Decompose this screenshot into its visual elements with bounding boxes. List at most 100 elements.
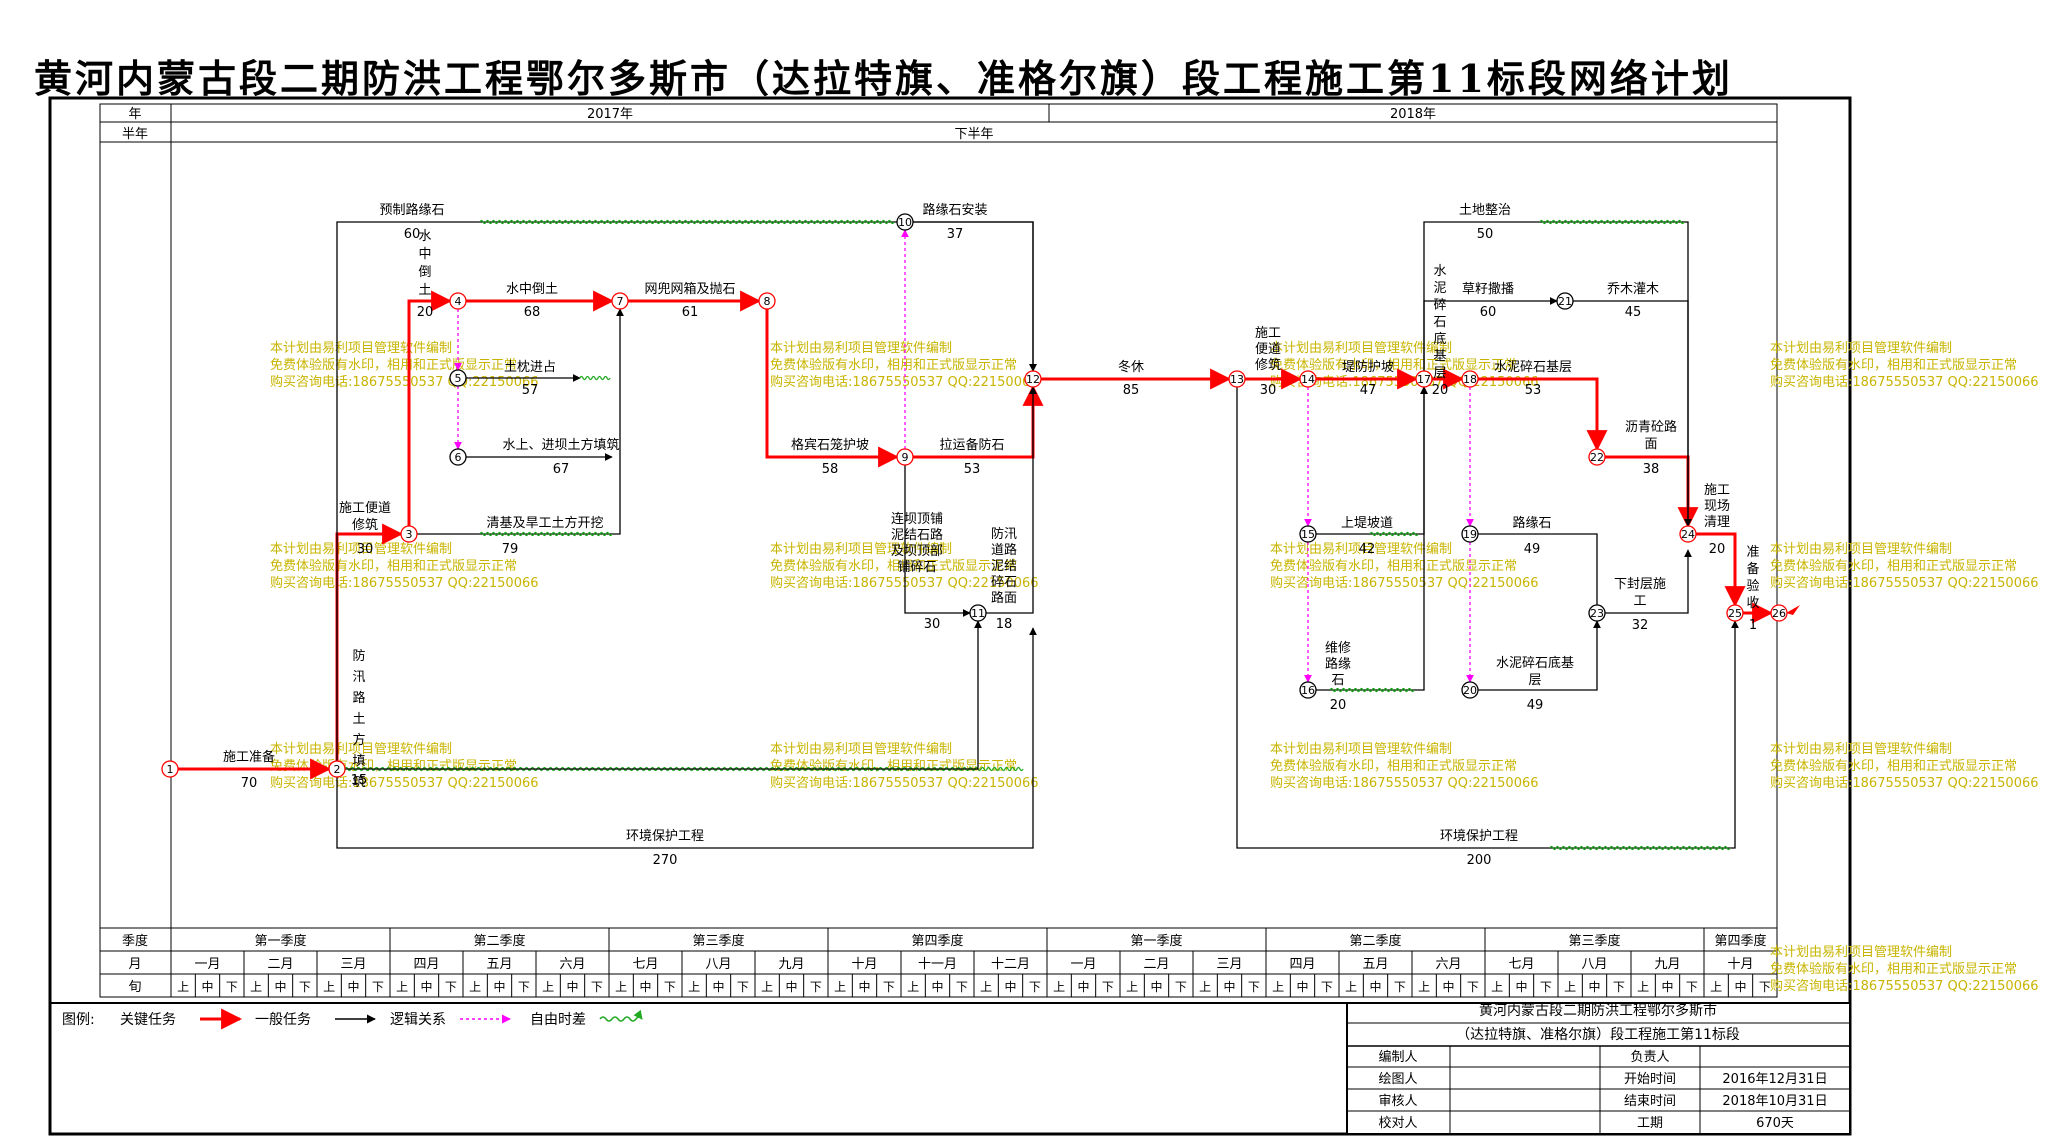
xun-label: 中: [639, 979, 651, 994]
task-name: 冬休: [1118, 359, 1144, 375]
month-label: 二月: [267, 957, 293, 972]
node-10: [896, 213, 914, 231]
node-3: [400, 525, 418, 543]
task-name: 草籽撒播: [1462, 281, 1514, 297]
node-15: [1299, 525, 1317, 543]
quarter-label: 第三季度: [1568, 933, 1620, 949]
task-name-char: 泥: [1433, 281, 1446, 296]
task-duration: 50: [1477, 227, 1494, 242]
node-12: [1024, 370, 1042, 388]
node-5: [449, 369, 467, 387]
quarter-label: 第一季度: [254, 933, 306, 949]
month-label: 十二月: [991, 957, 1030, 972]
task-name: 连坝顶铺: [891, 511, 943, 527]
task-duration: 70: [241, 776, 258, 791]
month-label: 四月: [1289, 957, 1315, 972]
xun-label: 中: [1734, 979, 1746, 994]
xun-label: 下: [1467, 980, 1479, 994]
xun-label: 中: [274, 979, 286, 994]
page-title: 黄河内蒙古段二期防洪工程鄂尔多斯市（达拉特旗、准格尔旗）段工程施工第11标段网络…: [34, 56, 1733, 101]
watermark-text: 免费体验版有水印，相用和正式版显示正常: [770, 758, 1017, 774]
half-row-label: 半年: [122, 127, 148, 142]
month-label: 三月: [340, 957, 366, 972]
watermark-text: 本计划由易利项目管理软件编制: [1270, 742, 1452, 757]
quarter-label: 第三季度: [692, 933, 744, 949]
xun-label: 中: [1223, 979, 1235, 994]
xun-label: 上: [1418, 980, 1430, 994]
watermark-text: 免费体验版有水印，相用和正式版显示正常: [1270, 758, 1517, 774]
xun-label: 中: [1661, 979, 1673, 994]
watermark-text: 购买咨询电话:18675550537 QQ:22150066: [270, 374, 539, 390]
xun-label: 下: [810, 980, 822, 994]
task-duration: 67: [553, 462, 570, 477]
task-name-char: 土: [352, 712, 365, 727]
task-name: 土地整治: [1459, 203, 1511, 218]
watermark-text: 本计划由易利项目管理软件编制: [1770, 945, 1952, 960]
task-duration: 45: [1625, 305, 1642, 320]
node-2: [328, 760, 346, 778]
xun-label: 下: [883, 980, 895, 994]
task-duration: 53: [1525, 383, 1542, 398]
watermark-text: 购买咨询电话:18675550537 QQ:22150066: [270, 575, 539, 591]
xun-label: 上: [1491, 980, 1503, 994]
node-number: 20: [1463, 684, 1477, 697]
xun-label: 上: [469, 980, 481, 994]
xun-label: 下: [1175, 980, 1187, 994]
watermark-text: 本计划由易利项目管理软件编制: [1270, 341, 1452, 356]
task-name-char: 方: [352, 732, 365, 748]
node-number: 5: [455, 372, 462, 385]
watermark-text: 购买咨询电话:18675550537 QQ:22150066: [770, 374, 1039, 390]
task-duration: 200: [1467, 853, 1492, 868]
task-duration: 68: [524, 305, 541, 320]
xun-label: 下: [956, 980, 968, 994]
timescale-footer: 第一季度第二季度第三季度第四季度第一季度第二季度第三季度第四季度一月二月三月四月…: [177, 928, 1771, 997]
task-name: 下封层施: [1614, 577, 1666, 592]
node-26: [1770, 604, 1788, 622]
xun-label: 上: [1053, 980, 1065, 994]
task-name: 维修: [1325, 641, 1351, 656]
legend-float-label: 自由时差: [530, 1012, 586, 1028]
task-name: 施工便道: [339, 501, 391, 516]
xun-label: 上: [1126, 980, 1138, 994]
node-number: 12: [1026, 373, 1040, 386]
arrow-3-7: [417, 308, 624, 535]
legend-logic-label: 逻辑关系: [390, 1012, 446, 1028]
task-duration: 58: [822, 462, 839, 477]
arrow-precast-curb: [336, 221, 1037, 761]
info-table: 黄河内蒙古段二期防洪工程鄂尔多斯市 （达拉特旗、准格尔旗）段工程施工第11标段 …: [1346, 1002, 1851, 1135]
xun-label: 下: [591, 980, 603, 994]
watermark-text: 购买咨询电话:18675550537 QQ:22150066: [1770, 775, 2039, 791]
task-name-char: 中: [418, 247, 431, 262]
arrow-env-2018: [1236, 387, 1739, 849]
arrow-11-12: [986, 386, 1037, 614]
task-name-char: 水: [418, 229, 431, 244]
task-duration: 57: [522, 383, 539, 398]
xun-label: 中: [1004, 979, 1016, 994]
xun-label: 上: [1710, 980, 1722, 994]
xun-label: 下: [1029, 980, 1041, 994]
month-label: 一月: [1070, 957, 1096, 972]
legend-critical-label: 关键任务: [120, 1012, 176, 1028]
month-label: 一月: [194, 957, 220, 972]
watermark-text: 本计划由易利项目管理软件编制: [1770, 542, 1952, 557]
xun-label: 中: [785, 979, 797, 994]
half-year-label: 下半年: [954, 127, 993, 142]
month-label: 五月: [1362, 957, 1388, 972]
watermark-text: 购买咨询电话:18675550537 QQ:22150066: [770, 775, 1039, 791]
task-name: 施工: [1255, 326, 1281, 341]
task-duration: 37: [947, 227, 964, 242]
task-duration: 60: [404, 227, 421, 242]
xun-label: 下: [1540, 980, 1552, 994]
task-name: 沥青砼路: [1625, 419, 1677, 435]
